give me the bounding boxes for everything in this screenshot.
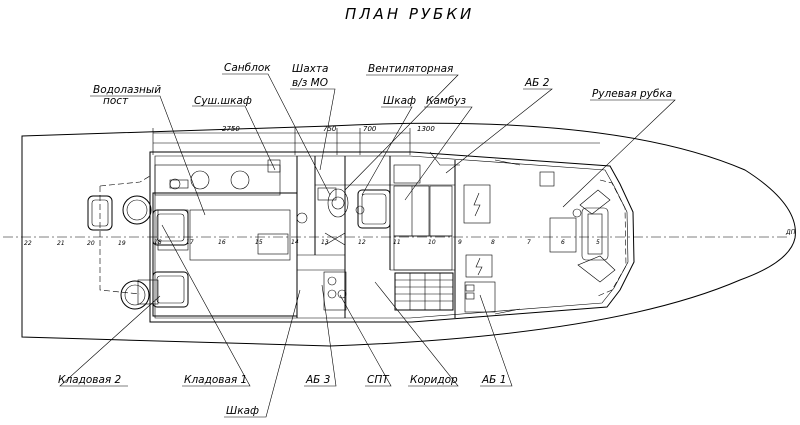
frame-5a: 5 [596,239,600,246]
label-battery-3: АБ 3 [305,374,330,386]
wheelhouse-equipment [539,171,616,283]
galley-equipment [393,164,453,271]
shower-cabinet [357,189,391,229]
frame-16a: 16 [218,239,226,246]
label-corridor: Коридор [410,374,458,386]
frame-18: 18 [154,239,162,246]
frame-15a: 15 [255,239,263,246]
label-shaft-2: в/з МО [292,77,328,89]
label-storeroom-2: Кладовая 2 [58,374,122,386]
frame-13a: 13 [321,239,329,246]
room-partitions [152,156,456,318]
dimension-750: 750 [323,125,337,133]
label-diving-post-1: Водолазный [93,84,161,96]
hull-outline [21,122,796,347]
drying-cabinet-equipment [154,159,281,196]
label-cabinet-bottom: Шкаф [226,405,259,417]
label-storeroom-1: Кладовая 1 [184,374,247,386]
frame-10a: 10 [428,239,436,246]
frame-21: 21 [57,240,65,247]
label-shaft-1: Шахта [292,63,328,75]
frame-17a: 17 [186,239,194,246]
dimension-2750: 2750 [222,125,240,133]
ladder-stairs [394,272,454,311]
frame-19: 19 [118,240,126,247]
dimension-700: 700 [363,125,377,133]
hatches-aft [87,195,159,310]
frame-9a: 9 [458,239,462,246]
dimension-1300: 1300 [417,125,435,133]
label-ventilation-room: Вентиляторная [368,63,453,75]
label-diving-post-2: пост [103,95,129,107]
fire-extinguishing-equipment [323,271,347,311]
side-door-markings [429,151,521,315]
superstructure-outline [149,151,635,323]
superstructure-inner-outline [154,155,629,319]
label-galley: Камбуз [426,95,466,107]
frame-6a: 6 [561,239,565,246]
centerline-label: ДП [785,229,796,236]
frame-22: 22 [24,240,32,247]
label-spt: СПТ [367,374,390,386]
label-cabinet-top: Шкаф [383,95,416,107]
bulwark-contour [99,175,627,297]
label-wheelhouse: Рулевая рубка [592,88,672,100]
sanitary-block-fixtures [296,187,365,246]
frame-20: 20 [87,240,95,247]
label-drying-cabinet: Суш.шкаф [194,95,252,107]
frame-11a: 11 [393,239,401,246]
room-labels: Водолазный пост Суш.шкаф Санблок Шахта в… [58,62,676,418]
frame-12a: 12 [358,239,366,246]
frame-numbers: 22 21 20 19 18 17 16 15 14 13 12 11 10 9… [24,229,796,247]
dimension-chain: 2750 750 700 1300 [152,125,600,155]
label-sanitary-block: Санблок [224,62,271,74]
label-battery-2: АБ 2 [524,77,550,89]
drawing-title: ПЛАН РУБКИ [345,5,474,23]
label-battery-1: АБ 1 [481,374,506,386]
frame-7: 7 [527,239,531,246]
battery-boxes [463,184,496,313]
frame-8a: 8 [491,239,495,246]
frame-14: 14 [291,239,299,246]
